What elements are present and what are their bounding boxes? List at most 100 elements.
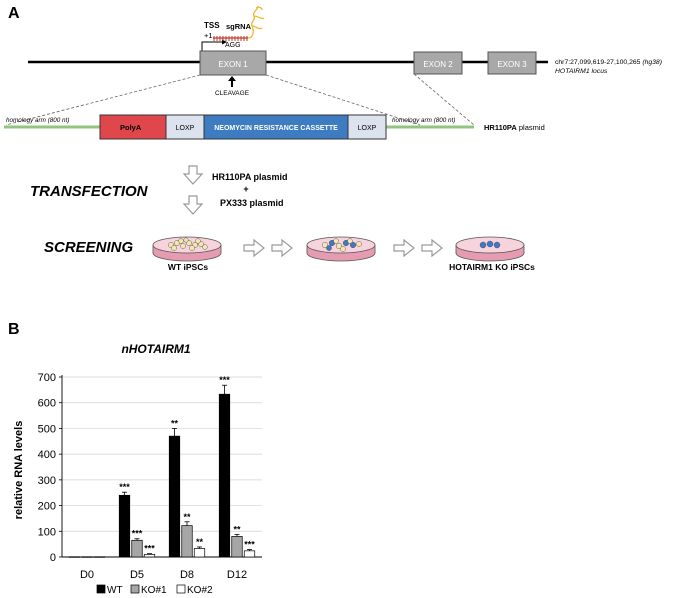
legend-swatch — [130, 584, 140, 594]
bar — [181, 525, 193, 558]
x-tick-label: D0 — [80, 569, 94, 581]
cell — [347, 238, 353, 244]
significance-label: ** — [233, 524, 241, 534]
cell — [336, 242, 343, 249]
exon-3-box — [487, 51, 537, 75]
right-arrow — [243, 238, 265, 258]
significance-label: ** — [196, 537, 204, 547]
cell — [183, 237, 189, 243]
cell — [322, 241, 329, 248]
plasmid-label: HR110PA plasmid — [484, 123, 545, 132]
down-arrow-1 — [182, 165, 204, 185]
exon-2-box — [413, 51, 463, 75]
loxp-left-box — [165, 114, 205, 140]
exon-2-label: EXON 2 — [423, 60, 453, 69]
sgrna-spacer — [213, 36, 248, 41]
mixed-dish — [306, 236, 376, 262]
bar — [118, 494, 131, 558]
legend-label: WT — [107, 585, 123, 596]
bar — [68, 556, 81, 558]
x-tick-label: D5 — [130, 569, 144, 581]
significance-label: *** — [119, 482, 130, 492]
y-tick-label: 0 — [50, 552, 56, 564]
cell — [202, 244, 208, 250]
ko-dish — [455, 236, 525, 262]
cleavage-label: CLEAVAGE — [215, 90, 250, 97]
dish-sequence — [152, 236, 525, 262]
significance-label: *** — [244, 540, 255, 550]
tss-label: TSS — [204, 21, 220, 30]
y-tick-label: 600 — [38, 398, 56, 410]
loxp-left-label: LOXP — [176, 125, 195, 132]
bar — [243, 550, 256, 558]
neo-cassette-box — [203, 114, 349, 140]
screening-arrows — [243, 238, 443, 258]
y-tick-label: 700 — [38, 372, 56, 384]
significance-label: *** — [132, 529, 143, 539]
cell — [180, 243, 186, 249]
significance-label: ** — [171, 418, 179, 428]
right-arrow — [421, 238, 443, 258]
projection-line-left — [5, 74, 201, 126]
locus-coords: chr7:27,099,619-27,100,265 (hg38) — [555, 59, 662, 66]
legend-label: KO#2 — [187, 585, 213, 596]
loxp-right-box — [347, 114, 387, 140]
cell — [493, 241, 501, 249]
cell — [479, 241, 487, 249]
homology-arm-right-label: homology arm (800 nt) — [392, 117, 455, 124]
pam-label: AGG — [225, 42, 241, 49]
down-arrow-2 — [182, 195, 204, 215]
bar — [231, 536, 243, 558]
bar — [93, 556, 106, 558]
locus-name: HOTAIRM1 locus — [555, 68, 608, 75]
polya-label: PolyA — [120, 123, 142, 132]
polya-box — [99, 114, 167, 140]
cell — [195, 238, 201, 244]
right-arrow — [271, 238, 293, 258]
cell — [178, 238, 184, 244]
exon-1-label: EXON 1 — [218, 60, 248, 69]
cell — [350, 241, 357, 248]
bar — [168, 435, 181, 558]
transfection-label: TRANSFECTION — [30, 183, 149, 200]
right-arrow — [393, 238, 415, 258]
bar — [143, 554, 156, 558]
projection-line-right — [265, 74, 421, 126]
screening-label: SCREENING — [44, 239, 134, 256]
transfection-plus: + — [243, 184, 248, 194]
y-tick-label: 400 — [38, 449, 56, 461]
y-tick-label: 100 — [38, 526, 56, 538]
tss-arrow — [201, 41, 222, 52]
cell — [356, 241, 362, 247]
wt-dish — [152, 236, 222, 262]
cell — [333, 238, 339, 244]
x-tick-label: D8 — [180, 569, 194, 581]
y-tick-label: 500 — [38, 423, 56, 435]
projection-line-exon2 — [413, 73, 475, 126]
plus-one-label: +1 — [204, 31, 213, 40]
significance-label: *** — [144, 544, 155, 554]
chart-legend: WT KO#1 KO#2 — [96, 584, 213, 596]
bar — [193, 548, 206, 558]
loxp-right-label: LOXP — [358, 125, 377, 132]
transfection-plasmid-2: PX333 plasmid — [220, 198, 284, 208]
cell — [486, 240, 494, 248]
legend-label: KO#1 — [141, 585, 167, 596]
x-tick-label: D12 — [227, 569, 247, 581]
cleavage-arrowhead — [228, 76, 236, 81]
bar — [218, 393, 231, 558]
y-axis-label: relative RNA levels — [13, 421, 25, 520]
y-tick-label: 300 — [38, 475, 56, 487]
neo-cassette-label: NEOMYCIN RESISTANCE CASSETTE — [214, 125, 338, 132]
transfection-plasmid-1: HR110PA plasmid — [212, 172, 288, 182]
significance-label: ** — [183, 512, 191, 522]
significance-label: *** — [219, 375, 230, 385]
cell — [340, 246, 346, 252]
homology-arm-left-label: homology arm (800 nt) — [6, 117, 69, 124]
legend-swatch — [176, 584, 186, 594]
cell — [186, 240, 192, 246]
y-tick-label: 200 — [38, 501, 56, 513]
bar — [81, 556, 93, 558]
